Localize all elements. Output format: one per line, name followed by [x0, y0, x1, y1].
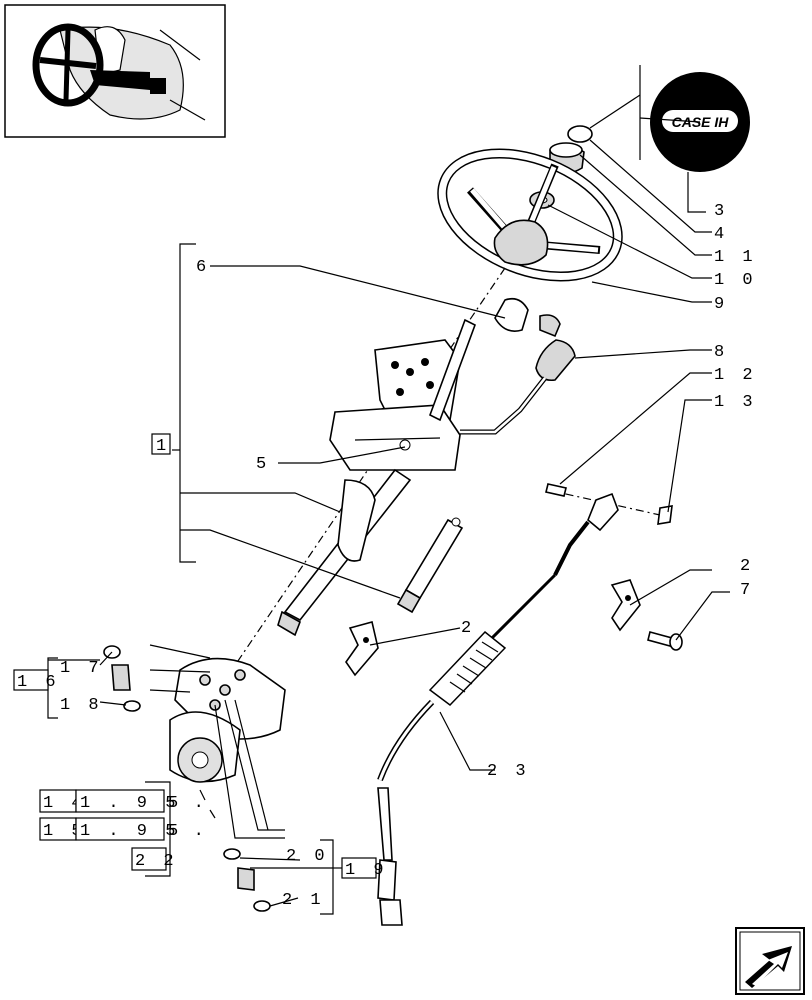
callout-4: 4 [714, 225, 728, 244]
clip-bracket-right-part [610, 579, 641, 632]
callout-20: 2 0 [286, 847, 329, 866]
callout-5-upper: 5 [256, 455, 270, 474]
next-page-arrow-icon[interactable] [735, 927, 805, 995]
axis-centerline [224, 267, 506, 681]
callout-8: 8 [714, 343, 728, 362]
svg-text:1 . 9 5 .: 1 . 9 5 . [80, 822, 208, 841]
callout-9: 9 [714, 295, 728, 314]
callout-2-mid: 2 [461, 619, 475, 638]
callout-18: 1 8 [60, 696, 103, 715]
group-1-bracket [172, 243, 401, 599]
steering-wheel-thumbnail-icon [4, 4, 226, 138]
callout-7: 7 [740, 581, 754, 600]
svg-text:5: 5 [168, 794, 182, 813]
bolt-part [647, 631, 683, 651]
clip-bracket-part [345, 621, 379, 677]
lever-knob-part [494, 297, 561, 338]
cable-boot [428, 630, 507, 706]
callout-11: 1 1 [714, 248, 757, 267]
callout-13: 1 3 [714, 393, 757, 412]
logo-text: CASE IH [672, 114, 730, 130]
svg-text:5: 5 [168, 822, 182, 841]
svg-text:2 2: 2 2 [135, 852, 178, 871]
svg-text:1 9: 1 9 [345, 861, 388, 880]
clevis-pin-part [545, 483, 567, 497]
fitting-17-part [103, 645, 141, 712]
column-bracket-part [329, 339, 461, 471]
callout-6: 6 [196, 258, 210, 277]
callout-21: 2 1 [282, 891, 325, 910]
boxed-label-16: 1 6 [13, 669, 60, 692]
steering-pump-part [169, 657, 286, 783]
boxed-ref-15: 1 5 1 . 9 5 . 5 [39, 817, 208, 841]
group-14-15-bracket [145, 781, 171, 877]
retaining-clip-part [657, 505, 673, 525]
boxed-label-19: 1 9 [341, 857, 388, 880]
callout-3: 3 [714, 202, 728, 221]
boxed-label-22: 2 2 [131, 847, 178, 871]
callout-12: 1 2 [714, 366, 757, 385]
steering-wheel-part [437, 148, 623, 282]
svg-text:1 6: 1 6 [17, 673, 60, 692]
svg-text:1: 1 [156, 437, 170, 456]
callout-23: 2 3 [487, 762, 530, 781]
boxed-label-1: 1 [151, 433, 171, 456]
callout-17: 1 7 [60, 659, 103, 678]
boxed-ref-14: 1 4 1 . 9 5 . 5 [39, 789, 208, 813]
callout-2-right: 2 [740, 557, 754, 576]
callout-10: 1 0 [714, 271, 757, 290]
svg-text:1 5: 1 5 [43, 822, 86, 841]
gas-strut-part [396, 517, 464, 614]
leader-lines [99, 139, 730, 907]
svg-text:1 . 9 5 .: 1 . 9 5 . [80, 794, 208, 813]
control-cable-part [377, 492, 619, 926]
gear-lever-part [460, 339, 576, 435]
horn-cap-part [567, 125, 593, 143]
logo-leader-lines [589, 65, 706, 213]
svg-text:1 4: 1 4 [43, 794, 86, 813]
steering-shaft-part [277, 318, 476, 637]
group-19-bracket [250, 839, 342, 915]
